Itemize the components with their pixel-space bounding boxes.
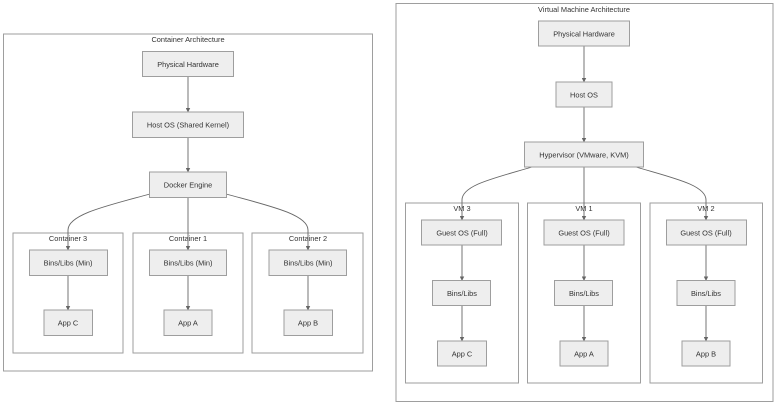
vm-3-bins-label: Bins/Libs bbox=[447, 289, 477, 298]
vm-3-bins-node: Bins/Libs bbox=[432, 280, 491, 306]
vm-1-bins-node: Bins/Libs bbox=[554, 280, 613, 306]
hypervisor-node: Hypervisor (VMware, KVM) bbox=[524, 141, 644, 168]
edge-hypervisor-to-vm-3 bbox=[459, 166, 533, 221]
vm-1-guest-os-label: Guest OS (Full) bbox=[558, 229, 609, 238]
container-hardware-label: Physical Hardware bbox=[157, 60, 219, 69]
container-2-app-node: App B bbox=[283, 309, 333, 336]
vm-host-os-label: Host OS bbox=[570, 91, 598, 100]
vm-hardware-node: Physical Hardware bbox=[538, 20, 630, 47]
vm-3-app-node: App C bbox=[437, 340, 487, 367]
vm-architecture-cluster: Virtual Machine Architecture VM 3 VM 1 V… bbox=[395, 3, 774, 402]
container-host-os-label: Host OS (Shared Kernel) bbox=[147, 121, 229, 130]
container-1-app-node: App A bbox=[163, 309, 213, 336]
container-3-app-node: App C bbox=[43, 309, 93, 336]
container-3-bins-label: Bins/Libs (Min) bbox=[44, 259, 93, 268]
container-1-app-label: App A bbox=[178, 319, 198, 328]
vm-2-guest-os-node: Guest OS (Full) bbox=[666, 219, 747, 246]
container-architecture-title: Container Architecture bbox=[151, 35, 224, 44]
vm-architecture-title: Virtual Machine Architecture bbox=[538, 5, 630, 14]
container-host-os-node: Host OS (Shared Kernel) bbox=[132, 111, 244, 138]
edge-hypervisor-to-vm-2 bbox=[635, 166, 709, 221]
container-2-bins-label: Bins/Libs (Min) bbox=[284, 259, 333, 268]
vm-1-bins-label: Bins/Libs bbox=[569, 289, 599, 298]
container-2-app-label: App B bbox=[298, 319, 318, 328]
vm-2-app-label: App B bbox=[696, 350, 716, 359]
edge-docker-engine-to-container-2 bbox=[225, 193, 311, 251]
vm-1-app-node: App A bbox=[559, 340, 609, 367]
container-architecture-cluster: Container Architecture Container 3 Conta… bbox=[3, 33, 373, 372]
hypervisor-label: Hypervisor (VMware, KVM) bbox=[539, 151, 629, 160]
container-1-bins-node: Bins/Libs (Min) bbox=[149, 249, 227, 276]
vm-1-guest-os-node: Guest OS (Full) bbox=[543, 219, 625, 246]
container-hardware-node: Physical Hardware bbox=[142, 51, 234, 77]
edge-docker-engine-to-container-3 bbox=[65, 193, 151, 251]
docker-engine-label: Docker Engine bbox=[164, 181, 212, 190]
vm-2-app-node: App B bbox=[681, 340, 731, 367]
vm-1-app-label: App A bbox=[574, 350, 594, 359]
container-3-bins-node: Bins/Libs (Min) bbox=[29, 249, 108, 276]
vm-host-os-node: Host OS bbox=[555, 81, 613, 108]
vm-3-guest-os-label: Guest OS (Full) bbox=[436, 229, 487, 238]
vm-3-app-label: App C bbox=[452, 350, 473, 359]
container-3-app-label: App C bbox=[58, 319, 79, 328]
vm-2-bins-label: Bins/Libs bbox=[691, 289, 721, 298]
container-2-bins-node: Bins/Libs (Min) bbox=[268, 249, 347, 276]
docker-engine-node: Docker Engine bbox=[149, 171, 227, 198]
container-1-bins-label: Bins/Libs (Min) bbox=[164, 259, 213, 268]
vm-2-guest-os-label: Guest OS (Full) bbox=[680, 229, 731, 238]
vm-3-guest-os-node: Guest OS (Full) bbox=[421, 219, 502, 246]
vm-2-bins-node: Bins/Libs bbox=[676, 280, 736, 306]
vm-hardware-label: Physical Hardware bbox=[553, 30, 615, 39]
